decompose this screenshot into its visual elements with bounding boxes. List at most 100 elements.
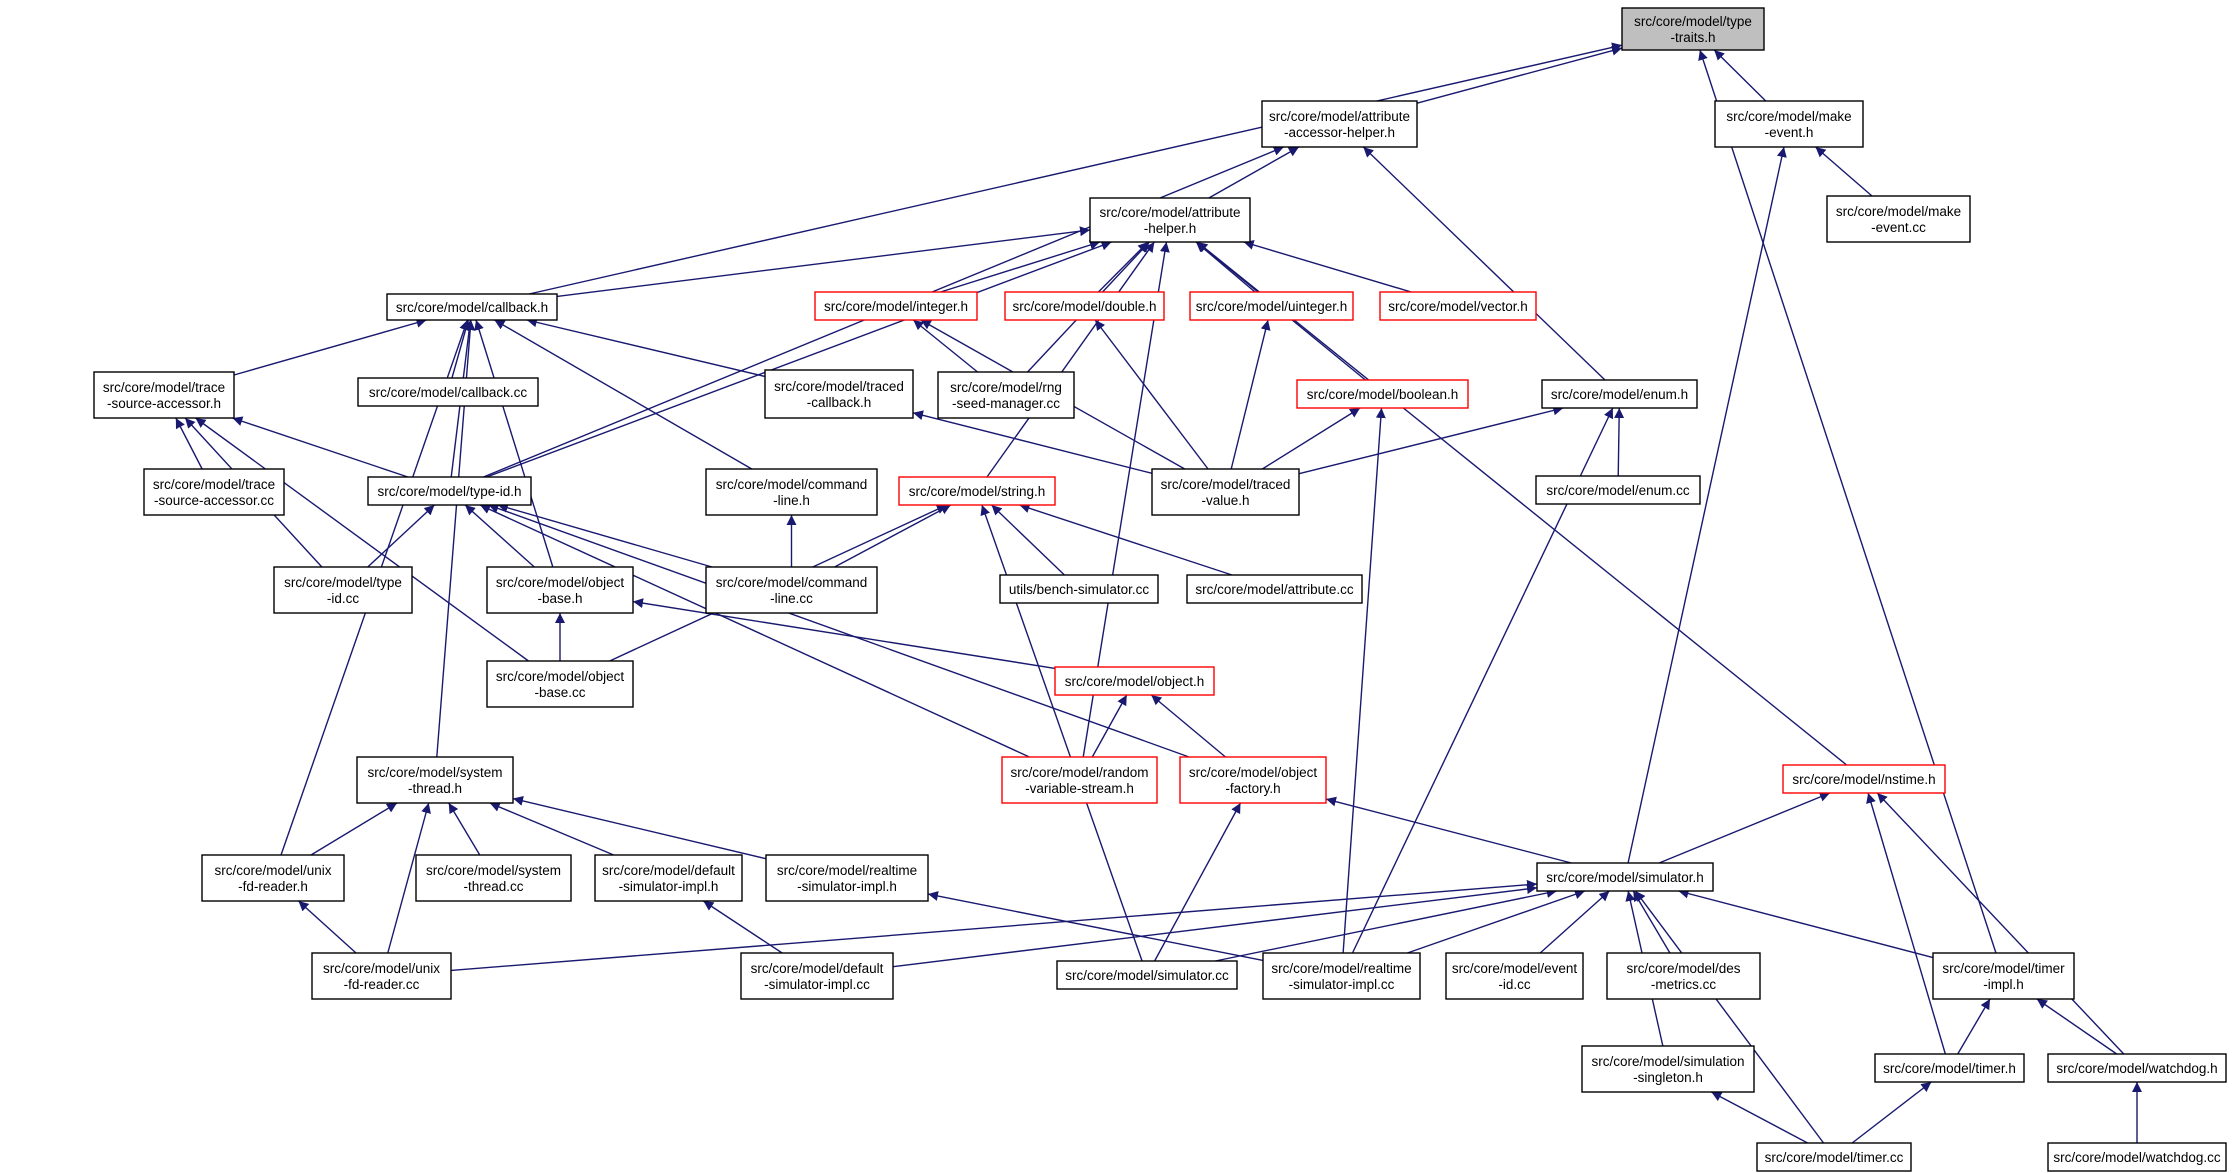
node-box — [143, 468, 285, 516]
node-uinteger-h[interactable]: src/core/model/uinteger.h — [1189, 291, 1354, 321]
edge-attr_accessor_helper-to-type_traits — [1416, 45, 1623, 104]
edge-timer_impl_h-to-simulator_h — [1678, 888, 1934, 959]
node-type-id-h[interactable]: src/core/model/type-id.h — [367, 476, 532, 506]
node-timer-h[interactable]: src/core/model/timer.h — [1874, 1053, 2025, 1083]
node-label-line: -simulator-impl.cc — [764, 977, 870, 992]
node-nstime-h[interactable]: src/core/model/nstime.h — [1782, 764, 1946, 794]
node-unix-fd-reader-cc[interactable]: src/core/model/unix-fd-reader.cc — [311, 952, 452, 1000]
node-make-event-cc[interactable]: src/core/model/make-event.cc — [1826, 195, 1971, 243]
node-label-line: -id.cc — [1498, 977, 1531, 992]
node-box — [1756, 1142, 1912, 1172]
node-simulator-cc[interactable]: src/core/model/simulator.cc — [1056, 960, 1238, 990]
node-string-h[interactable]: src/core/model/string.h — [898, 476, 1056, 506]
node-box — [201, 854, 345, 902]
node-enum-h[interactable]: src/core/model/enum.h — [1541, 379, 1698, 409]
node-label-line: -base.h — [537, 591, 582, 606]
edge-object_h-to-object_base_h — [632, 598, 1056, 670]
edge-command_line_h-to-callback_h — [494, 319, 753, 470]
node-make-event-h[interactable]: src/core/model/make-event.h — [1714, 100, 1864, 148]
node-default-sim-impl-cc[interactable]: src/core/model/default-simulator-impl.cc — [740, 952, 894, 1000]
edge-trace_source_accessor_h-to-callback_h — [233, 317, 427, 376]
node-watchdog-cc[interactable]: src/core/model/watchdog.cc — [2047, 1142, 2227, 1172]
node-bench-sim[interactable]: utils/bench-simulator.cc — [999, 574, 1159, 604]
edge-callback_h-to-type_traits — [528, 42, 1623, 295]
node-des-metrics[interactable]: src/core/model/des-metrics.cc — [1606, 952, 1761, 1000]
node-box — [1056, 960, 1238, 990]
node-system-thread-cc[interactable]: src/core/model/system-thread.cc — [415, 854, 572, 902]
node-box — [740, 952, 894, 1000]
edge-default_sim_impl_h-to-system_thread_h — [489, 802, 614, 856]
node-box — [1151, 468, 1300, 516]
edge-realtime_sim_impl_h-to-system_thread_h — [512, 796, 767, 860]
edge-enum_h-to-attr_accessor_helper — [1362, 146, 1606, 381]
node-attribute-cc[interactable]: src/core/model/attribute.cc — [1186, 574, 1363, 604]
edge-traced_value-to-uinteger_h — [1230, 319, 1271, 470]
node-random-var[interactable]: src/core/model/random-variable-stream.h — [1001, 756, 1158, 804]
node-enum-cc[interactable]: src/core/model/enum.cc — [1535, 475, 1701, 505]
node-label-line: src/core/model/object — [496, 669, 625, 684]
node-box — [273, 566, 413, 614]
node-realtime-sim-impl-cc[interactable]: src/core/model/realtime-simulator-impl.c… — [1262, 952, 1421, 1000]
node-label-line: -singleton.h — [1633, 1070, 1703, 1085]
edge-callback_cc-to-callback_h — [451, 319, 471, 379]
edge-command_line_cc-to-string_h — [834, 504, 952, 568]
node-simulation-singleton[interactable]: src/core/model/simulation-singleton.h — [1581, 1045, 1755, 1093]
node-system-thread-h[interactable]: src/core/model/system-thread.h — [356, 756, 514, 804]
node-label-line: -callback.h — [807, 395, 872, 410]
node-box — [2047, 1142, 2227, 1172]
node-integer-h[interactable]: src/core/model/integer.h — [814, 291, 978, 321]
edge-make_event_cc-to-make_event_h — [1815, 146, 1873, 197]
node-default-sim-impl-h[interactable]: src/core/model/default-simulator-impl.h — [594, 854, 743, 902]
node-box — [705, 468, 878, 516]
node-label-line: src/core/model/default — [751, 961, 884, 976]
node-object-factory[interactable]: src/core/model/object-factory.h — [1179, 756, 1327, 804]
node-trace-source-accessor-h[interactable]: src/core/model/trace-source-accessor.h — [93, 371, 235, 419]
node-label-line: -seed-manager.cc — [952, 396, 1060, 411]
node-realtime-sim-impl-h[interactable]: src/core/model/realtime-simulator-impl.h — [765, 854, 929, 902]
node-timer-cc[interactable]: src/core/model/timer.cc — [1756, 1142, 1912, 1172]
node-callback-h[interactable]: src/core/model/callback.h — [386, 293, 558, 321]
node-callback-cc[interactable]: src/core/model/callback.cc — [357, 377, 539, 407]
node-object-base-cc[interactable]: src/core/model/object-base.cc — [486, 660, 634, 708]
node-label-line: src/core/model/trace — [103, 380, 225, 395]
node-label-line: src/core/model/object — [1189, 765, 1318, 780]
node-box — [2047, 1053, 2227, 1083]
edge-unix_fd_reader_h-to-system_thread_h — [310, 802, 398, 856]
edge-simulator_h-to-make_event_h — [1627, 146, 1787, 864]
node-boolean-h[interactable]: src/core/model/boolean.h — [1296, 379, 1469, 409]
node-watchdog-h[interactable]: src/core/model/watchdog.h — [2047, 1053, 2227, 1083]
node-object-base-h[interactable]: src/core/model/object-base.h — [486, 566, 634, 614]
edge-unix_fd_reader_cc-to-unix_fd_reader_h — [297, 900, 357, 954]
edge-vector_h-to-attr_helper — [1243, 240, 1412, 293]
node-object-h[interactable]: src/core/model/object.h — [1054, 666, 1215, 696]
node-box — [814, 291, 978, 321]
edge-realtime_sim_impl_cc-to-realtime_sim_impl_h — [927, 891, 1264, 962]
node-type-id-cc[interactable]: src/core/model/type-id.cc — [273, 566, 413, 614]
node-unix-fd-reader-h[interactable]: src/core/model/unix-fd-reader.h — [201, 854, 345, 902]
edge-timer_h-to-timer_impl_h — [1957, 998, 1991, 1055]
node-command-line-cc[interactable]: src/core/model/command-line.cc — [705, 566, 878, 614]
edge-timer_cc-to-simulator_h — [1634, 890, 1825, 1144]
node-traced-value[interactable]: src/core/model/traced-value.h — [1151, 468, 1300, 516]
edge-type_id_h-to-trace_source_accessor_h — [232, 416, 409, 478]
node-traced-callback[interactable]: src/core/model/traced-callback.h — [764, 369, 914, 419]
node-attr-helper[interactable]: src/core/model/attribute-helper.h — [1089, 197, 1251, 243]
node-rng-seed[interactable]: src/core/model/rng-seed-manager.cc — [937, 371, 1075, 419]
node-box — [1581, 1045, 1755, 1093]
node-label-line: -simulator-impl.h — [797, 879, 897, 894]
node-vector-h[interactable]: src/core/model/vector.h — [1379, 291, 1537, 321]
node-command-line-h[interactable]: src/core/model/command-line.h — [705, 468, 878, 516]
node-box — [705, 566, 878, 614]
node-trace-source-accessor-cc[interactable]: src/core/model/trace-source-accessor.cc — [143, 468, 285, 516]
node-attr-accessor-helper[interactable]: src/core/model/attribute-accessor-helper… — [1261, 100, 1418, 148]
node-type-traits[interactable]: src/core/model/type-traits.h — [1621, 7, 1765, 51]
node-timer-impl-h[interactable]: src/core/model/timer-impl.h — [1932, 952, 2075, 1000]
node-event-id-cc[interactable]: src/core/model/event-id.cc — [1445, 952, 1584, 1000]
node-simulator-h[interactable]: src/core/model/simulator.h — [1536, 862, 1714, 892]
node-double-h[interactable]: src/core/model/double.h — [1004, 291, 1165, 321]
node-label-line: -simulator-impl.h — [619, 879, 719, 894]
node-label-line: -accessor-helper.h — [1284, 125, 1395, 140]
edge-object_factory-to-object_h — [1150, 694, 1226, 758]
node-label-line: -line.cc — [770, 591, 813, 606]
